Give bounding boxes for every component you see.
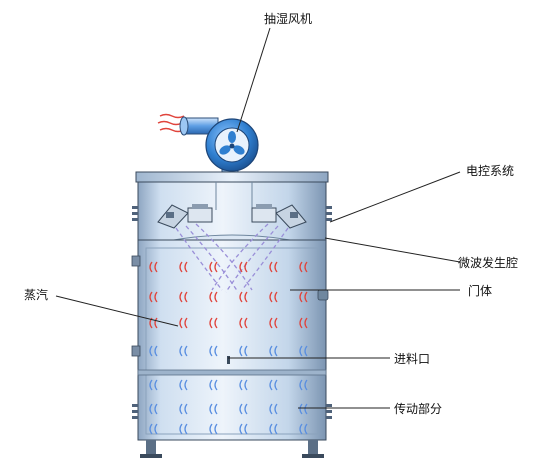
heat-wave-glyph bbox=[179, 261, 188, 273]
leader-lines bbox=[55, 27, 461, 409]
heat-wave-glyph bbox=[299, 291, 308, 303]
heat-wave-glyph bbox=[239, 291, 248, 303]
heat-wave-glyph bbox=[269, 317, 278, 329]
heat-wave-glyph bbox=[299, 261, 308, 273]
heat-waves-red bbox=[149, 261, 308, 329]
steam-wave-glyph bbox=[239, 379, 248, 391]
heat-wave-glyph bbox=[149, 317, 158, 329]
steam-wave-glyph bbox=[209, 379, 218, 391]
steam-wave-glyph bbox=[299, 403, 308, 415]
steam-wave-glyph bbox=[299, 345, 308, 357]
steam-wave-glyph bbox=[209, 345, 218, 357]
steam-wave-glyph bbox=[149, 423, 158, 435]
steam-wave-glyph bbox=[269, 423, 278, 435]
steam-wave-glyph bbox=[299, 379, 308, 391]
exhaust-fan bbox=[179, 116, 259, 173]
heat-wave-glyph bbox=[179, 317, 188, 329]
heat-wave-glyph bbox=[209, 317, 218, 329]
dryer-cabinet bbox=[131, 171, 332, 458]
heat-wave-glyph bbox=[179, 291, 188, 303]
microwave-generator-left bbox=[157, 204, 213, 229]
steam-wave-glyph bbox=[149, 379, 158, 391]
steam-wave-glyph bbox=[269, 345, 278, 357]
microwave-generator-right bbox=[251, 204, 307, 229]
heat-wave-glyph bbox=[149, 291, 158, 303]
steam-wave-glyph bbox=[239, 403, 248, 415]
steam-wave-glyph bbox=[179, 403, 188, 415]
steam-wave-glyph bbox=[149, 345, 158, 357]
steam-wave-glyph bbox=[209, 423, 218, 435]
heat-wave-glyph bbox=[299, 317, 308, 329]
label-steam: 蒸汽 bbox=[24, 288, 49, 302]
heat-wave-glyph bbox=[269, 261, 278, 273]
heat-wave-glyph bbox=[209, 261, 218, 273]
label-exhaust-fan: 抽湿风机 bbox=[264, 12, 313, 26]
steam-wave-glyph bbox=[299, 423, 308, 435]
microwave-beams bbox=[175, 223, 289, 293]
steam-wave-glyph bbox=[179, 345, 188, 357]
heat-wave-glyph bbox=[239, 261, 248, 273]
steam-wave-glyph bbox=[239, 345, 248, 357]
label-inlet: 进料口 bbox=[394, 352, 431, 366]
steam-wave-glyph bbox=[269, 379, 278, 391]
label-door: 门体 bbox=[468, 284, 493, 298]
heat-wave-glyph bbox=[239, 317, 248, 329]
steam-wave-glyph bbox=[209, 403, 218, 415]
steam-waves-blue bbox=[149, 345, 308, 435]
heat-wave-glyph bbox=[209, 291, 218, 303]
heat-wave-glyph bbox=[149, 261, 158, 273]
label-control-system: 电控系统 bbox=[466, 164, 515, 178]
label-drive: 传动部分 bbox=[394, 402, 443, 416]
steam-wave-glyph bbox=[239, 423, 248, 435]
heat-wave-glyph bbox=[269, 291, 278, 303]
steam-wave-glyph bbox=[269, 403, 278, 415]
steam-wave-glyph bbox=[179, 379, 188, 391]
label-microwave-chamber: 微波发生腔 bbox=[458, 256, 519, 270]
steam-wave-glyph bbox=[179, 423, 188, 435]
steam-wave-glyph bbox=[149, 403, 158, 415]
